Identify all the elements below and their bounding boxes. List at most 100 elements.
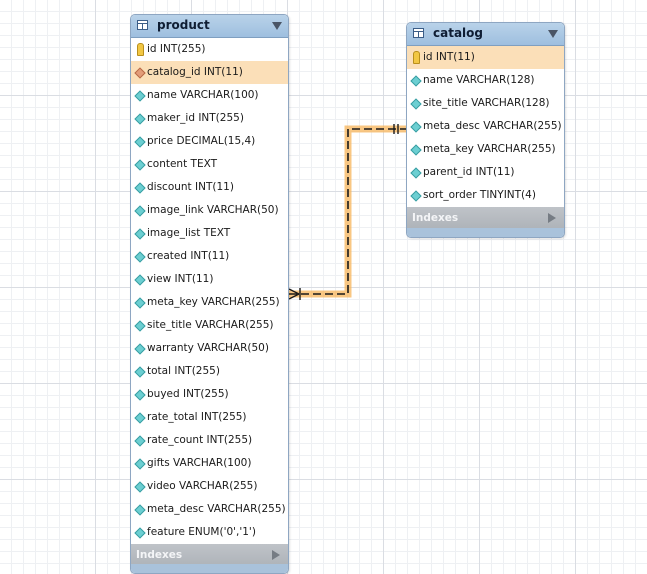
column-row[interactable]: warranty VARCHAR(50) bbox=[131, 337, 288, 360]
column-row[interactable]: total INT(255) bbox=[131, 360, 288, 383]
column-label: rate_total INT(255) bbox=[147, 411, 247, 423]
column-label: discount INT(11) bbox=[147, 181, 234, 193]
column-label: maker_id INT(255) bbox=[147, 112, 244, 124]
column-row[interactable]: content TEXT bbox=[131, 153, 288, 176]
triangle-down-icon[interactable] bbox=[272, 22, 282, 30]
column-label: catalog_id INT(11) bbox=[147, 66, 243, 78]
column-row[interactable]: parent_id INT(11) bbox=[407, 161, 564, 184]
column-label: warranty VARCHAR(50) bbox=[147, 342, 269, 354]
key-icon bbox=[413, 51, 420, 64]
diamond-icon bbox=[134, 343, 146, 355]
diamond-icon bbox=[134, 320, 146, 332]
column-label: video VARCHAR(255) bbox=[147, 480, 258, 492]
diamond-icon bbox=[410, 75, 422, 87]
diamond-icon bbox=[134, 366, 146, 378]
table-header[interactable]: catalog bbox=[407, 23, 564, 46]
table-title: product bbox=[157, 18, 210, 32]
column-label: buyed INT(255) bbox=[147, 388, 229, 400]
indexes-section[interactable]: Indexes bbox=[131, 544, 288, 566]
column-label: name VARCHAR(100) bbox=[147, 89, 259, 101]
column-label: feature ENUM('0','1') bbox=[147, 526, 256, 538]
diamond-icon bbox=[134, 182, 146, 194]
indexes-label: Indexes bbox=[136, 549, 183, 561]
column-row[interactable]: discount INT(11) bbox=[131, 176, 288, 199]
column-label: parent_id INT(11) bbox=[423, 166, 515, 178]
column-row[interactable]: name VARCHAR(128) bbox=[407, 69, 564, 92]
triangle-right-icon[interactable] bbox=[548, 213, 556, 223]
one-marker bbox=[393, 124, 399, 134]
key-icon bbox=[137, 43, 144, 56]
column-row[interactable]: meta_key VARCHAR(255) bbox=[407, 138, 564, 161]
column-label: image_link VARCHAR(50) bbox=[147, 204, 279, 216]
triangle-down-icon[interactable] bbox=[548, 30, 558, 38]
column-row[interactable]: rate_count INT(255) bbox=[131, 429, 288, 452]
column-row[interactable]: site_title VARCHAR(128) bbox=[407, 92, 564, 115]
diamond-icon bbox=[134, 458, 146, 470]
column-row[interactable]: id INT(255) bbox=[131, 38, 288, 61]
column-row[interactable]: created INT(11) bbox=[131, 245, 288, 268]
diamond-icon bbox=[134, 205, 146, 217]
diamond-icon bbox=[134, 159, 146, 171]
column-row[interactable]: video VARCHAR(255) bbox=[131, 475, 288, 498]
diamond-icon bbox=[134, 527, 146, 539]
column-label: created INT(11) bbox=[147, 250, 230, 262]
diamond-icon bbox=[134, 228, 146, 240]
column-label: gifts VARCHAR(100) bbox=[147, 457, 252, 469]
diamond-icon bbox=[134, 504, 146, 516]
triangle-right-icon[interactable] bbox=[272, 550, 280, 560]
diamond-icon bbox=[410, 144, 422, 156]
column-row[interactable]: meta_desc VARCHAR(255) bbox=[131, 498, 288, 521]
indexes-section[interactable]: Indexes bbox=[407, 207, 564, 229]
diamond-icon bbox=[134, 136, 146, 148]
column-row[interactable]: meta_desc VARCHAR(255) bbox=[407, 115, 564, 138]
crowfoot-many-marker bbox=[288, 288, 301, 300]
column-label: rate_count INT(255) bbox=[147, 434, 253, 446]
column-row[interactable]: image_list TEXT bbox=[131, 222, 288, 245]
column-row[interactable]: meta_key VARCHAR(255) bbox=[131, 291, 288, 314]
column-row[interactable]: image_link VARCHAR(50) bbox=[131, 199, 288, 222]
column-label: meta_desc VARCHAR(255) bbox=[423, 120, 562, 132]
column-label: content TEXT bbox=[147, 158, 218, 170]
column-label: price DECIMAL(15,4) bbox=[147, 135, 256, 147]
column-row[interactable]: buyed INT(255) bbox=[131, 383, 288, 406]
table-product[interactable]: product id INT(255) catalog_id INT(11) nam… bbox=[130, 14, 289, 574]
column-row[interactable]: price DECIMAL(15,4) bbox=[131, 130, 288, 153]
column-label: view INT(11) bbox=[147, 273, 214, 285]
column-label: site_title VARCHAR(255) bbox=[147, 319, 274, 331]
diamond-icon bbox=[410, 98, 422, 110]
column-label: total INT(255) bbox=[147, 365, 220, 377]
column-label: id INT(11) bbox=[423, 51, 475, 63]
column-label: meta_desc VARCHAR(255) bbox=[147, 503, 286, 515]
table-icon bbox=[137, 20, 148, 30]
relationship-line bbox=[289, 128, 406, 295]
diamond-icon bbox=[134, 435, 146, 447]
column-row[interactable]: feature ENUM('0','1') bbox=[131, 521, 288, 544]
diamond-icon bbox=[134, 412, 146, 424]
diamond-icon bbox=[134, 389, 146, 401]
table-footer bbox=[131, 564, 288, 573]
column-label: name VARCHAR(128) bbox=[423, 74, 535, 86]
column-row[interactable]: rate_total INT(255) bbox=[131, 406, 288, 429]
column-list: id INT(255) catalog_id INT(11) name VARCHA… bbox=[131, 38, 288, 544]
diamond-fk-icon bbox=[134, 67, 146, 79]
table-icon bbox=[413, 28, 424, 38]
column-row[interactable]: view INT(11) bbox=[131, 268, 288, 291]
table-footer bbox=[407, 228, 564, 237]
column-row[interactable]: sort_order TINYINT(4) bbox=[407, 184, 564, 207]
column-row[interactable]: catalog_id INT(11) bbox=[131, 61, 288, 84]
column-row[interactable]: id INT(11) bbox=[407, 46, 564, 69]
column-label: sort_order TINYINT(4) bbox=[423, 189, 536, 201]
column-row[interactable]: gifts VARCHAR(100) bbox=[131, 452, 288, 475]
diamond-icon bbox=[134, 251, 146, 263]
column-label: meta_key VARCHAR(255) bbox=[423, 143, 556, 155]
column-row[interactable]: site_title VARCHAR(255) bbox=[131, 314, 288, 337]
column-label: meta_key VARCHAR(255) bbox=[147, 296, 280, 308]
table-catalog[interactable]: catalog id INT(11) name VARCHAR(128) site_… bbox=[406, 22, 565, 238]
column-row[interactable]: maker_id INT(255) bbox=[131, 107, 288, 130]
table-header[interactable]: product bbox=[131, 15, 288, 38]
column-row[interactable]: name VARCHAR(100) bbox=[131, 84, 288, 107]
diamond-icon bbox=[134, 481, 146, 493]
column-label: id INT(255) bbox=[147, 43, 206, 55]
diamond-icon bbox=[410, 121, 422, 133]
